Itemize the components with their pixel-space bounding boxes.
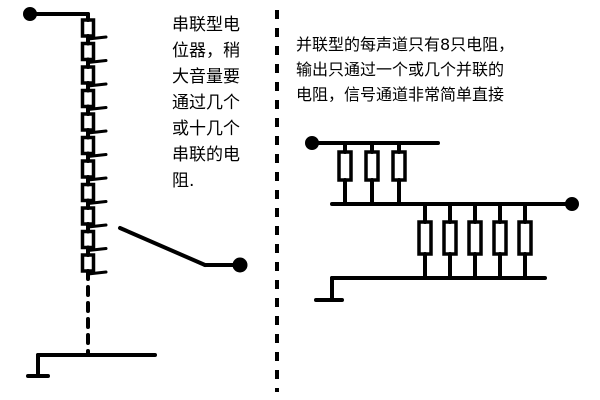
tap-lead xyxy=(86,35,108,41)
tap-lead xyxy=(86,129,108,135)
resistor xyxy=(337,150,353,182)
caption-line: 位器，稍 xyxy=(172,41,240,61)
tap-lead xyxy=(86,223,108,229)
terminal-dot xyxy=(565,197,579,211)
tap-lead xyxy=(86,200,108,205)
resistor xyxy=(391,150,407,182)
caption-line: 通过几个 xyxy=(172,93,240,113)
parallel-network-diagram xyxy=(305,136,579,302)
caption-line: 阻. xyxy=(172,171,195,191)
tap-lead xyxy=(86,176,108,182)
caption-line: 大音量要 xyxy=(172,67,240,87)
resistor xyxy=(80,253,96,273)
resistor xyxy=(80,206,96,226)
resistor xyxy=(80,88,96,109)
resistor xyxy=(80,65,96,85)
resistor xyxy=(80,41,96,62)
caption-line: 并联型的每声道只有8只电阻， xyxy=(296,35,515,54)
resistor xyxy=(80,159,96,179)
caption-line: 输出只通过一个或几个并联的 xyxy=(296,60,505,79)
resistor xyxy=(80,182,96,203)
resistor xyxy=(80,229,96,250)
series-caption: 串联型电位器，稍大音量要通过几个或十几个串联的电阻. xyxy=(172,12,240,194)
resistor xyxy=(467,220,483,256)
tap-lead xyxy=(86,82,108,88)
caption-line: 串联的电 xyxy=(172,145,240,165)
resistor xyxy=(442,220,458,256)
tap-lead xyxy=(86,153,108,158)
resistor xyxy=(417,220,433,256)
wiper-terminal-dot xyxy=(232,257,248,273)
tap-lead xyxy=(86,247,108,252)
resistor xyxy=(80,135,96,156)
resistor xyxy=(364,150,380,182)
wiper-arm xyxy=(118,226,207,267)
resistor xyxy=(80,112,96,132)
tap-lead xyxy=(86,270,108,276)
resistor xyxy=(517,220,533,256)
caption-line: 电阻，信号通道非常简单直接 xyxy=(296,85,505,104)
caption-line: 串联型电 xyxy=(172,15,240,35)
tap-lead xyxy=(86,106,108,111)
resistor xyxy=(492,220,508,256)
resistor xyxy=(80,18,96,38)
parallel-caption: 并联型的每声道只有8只电阻， 输出只通过一个或几个并联的电阻，信号通道非常简单直接 xyxy=(296,32,514,107)
series-potentiometer-diagram xyxy=(23,7,248,378)
tap-lead xyxy=(86,59,108,64)
caption-line: 或十几个 xyxy=(172,119,240,139)
